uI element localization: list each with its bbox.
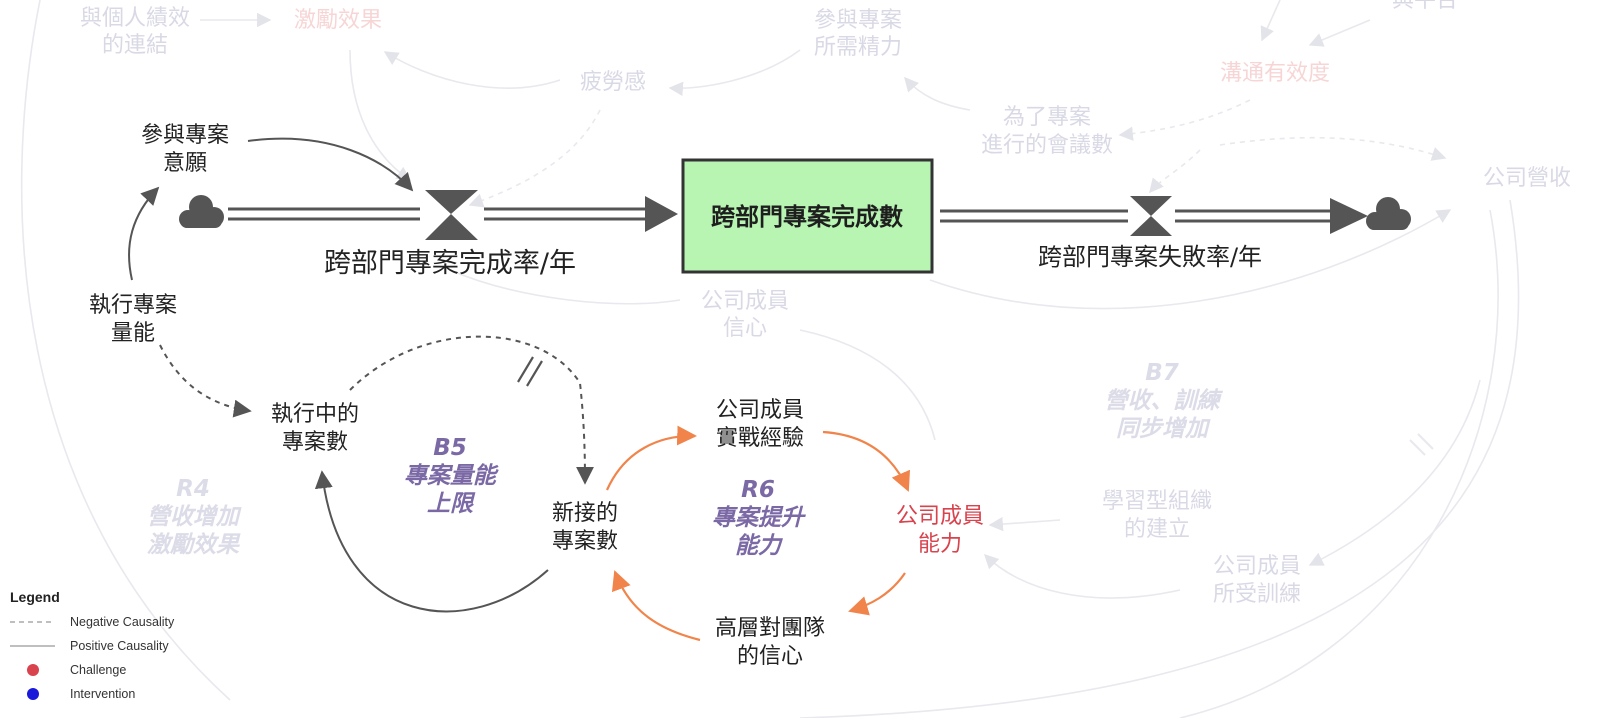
loop-r6-line1: 專案提升 — [712, 505, 806, 531]
faded-communication: 溝通有效度 — [1220, 61, 1330, 86]
faded-learning-org-2: 的建立 — [1124, 517, 1190, 542]
link-capability-to-trust — [848, 572, 906, 616]
loop-b5-id: B5 — [433, 435, 467, 461]
main-connections — [128, 137, 594, 613]
capacity-line1: 執行專案 — [89, 293, 177, 318]
legend-negative: Negative Causality — [70, 615, 175, 629]
willingness-line1: 參與專案 — [141, 123, 229, 148]
trust-line2: 的信心 — [737, 644, 803, 669]
trust-line1: 高層對團隊 — [715, 616, 825, 641]
faded-platform: 與平台 — [1392, 0, 1458, 13]
capacity-line2: 量能 — [111, 321, 155, 346]
completion-rate-label: 跨部門專案完成率/年 — [324, 248, 576, 279]
loop-r6-id: R6 — [741, 477, 775, 503]
faded-training-2: 所受訓練 — [1213, 582, 1301, 607]
link-capacity-to-in-progress — [159, 344, 252, 418]
faded-learning-org-1: 學習型組織 — [1102, 489, 1212, 514]
faded-connections — [20, 0, 1520, 718]
legend: Legend Negative Causality Positive Causa… — [10, 589, 175, 701]
in-progress-line1: 執行中的 — [271, 402, 359, 427]
faded-energy-2: 所需精力 — [814, 35, 902, 60]
faded-loop-b7-line2: 同步增加 — [1116, 416, 1211, 442]
legend-intervention-dot — [27, 688, 39, 700]
faded-loop-r4-id: R4 — [176, 476, 210, 502]
stock-box[interactable] — [681, 158, 934, 274]
legend-challenge-dot — [27, 664, 39, 676]
link-new-to-experience — [605, 425, 697, 491]
failure-rate-label: 跨部門專案失敗率/年 — [1038, 243, 1262, 271]
inflow-arrowhead — [645, 196, 678, 232]
loop-b5-line2: 上限 — [427, 491, 476, 517]
outflow-pipe — [940, 209, 1335, 223]
link-trust-to-new — [611, 570, 701, 642]
faded-variables: 與個人績效 的連結 激勵效果 參與專案 所需精力 疲勞感 與平台 溝通有效度 為… — [80, 0, 1571, 607]
willingness-line2: 意願 — [163, 151, 207, 176]
outflow-arrowhead — [1330, 198, 1368, 234]
link-capacity-to-willingness — [128, 186, 160, 281]
link-in-progress-to-new — [349, 335, 594, 485]
faded-loop-b7-id: B7 — [1145, 360, 1179, 386]
faded-meetings-1: 為了專案 — [1003, 105, 1091, 130]
stock-label: 跨部門專案完成數 — [711, 203, 903, 231]
faded-incentive: 激勵效果 — [294, 8, 382, 33]
r6-loop-connections — [605, 425, 910, 642]
capability-line1: 公司成員 — [896, 504, 984, 529]
faded-member-confidence-2: 信心 — [723, 316, 767, 341]
in-progress-line2: 專案數 — [282, 430, 348, 455]
inflow-pipe — [228, 207, 650, 221]
experience-line2: 實戰經驗 — [716, 426, 804, 451]
faded-loop-b7-line1: 營收、訓練 — [1105, 388, 1224, 414]
faded-link-performance-1: 與個人績效 — [80, 6, 190, 31]
loop-b5-line1: 專案量能 — [404, 463, 499, 489]
link-willingness-to-completion — [247, 137, 414, 192]
source-cloud-icon — [179, 195, 224, 228]
legend-title: Legend — [10, 589, 60, 605]
failure-valve-icon[interactable] — [1130, 196, 1172, 236]
sink-cloud-icon — [1366, 197, 1411, 230]
faded-meetings-2: 進行的會議數 — [981, 133, 1113, 158]
link-new-to-in-progress — [314, 470, 549, 613]
capability-line2: 能力 — [918, 532, 962, 557]
delay-mark — [517, 356, 543, 387]
faded-fatigue: 疲勞感 — [580, 70, 646, 95]
completion-valve-icon[interactable] — [425, 190, 478, 240]
faded-link-performance-2: 的連結 — [102, 33, 168, 58]
faded-loop-r4-line2: 激勵效果 — [147, 532, 241, 558]
experience-line1: 公司成員 — [716, 398, 804, 423]
legend-positive: Positive Causality — [70, 639, 169, 653]
link-experience-to-capability — [822, 430, 910, 492]
loop-r6-line2: 能力 — [735, 533, 783, 559]
new-projects-line1: 新接的 — [552, 501, 618, 526]
faded-member-confidence-1: 公司成員 — [701, 289, 789, 314]
legend-challenge: Challenge — [70, 663, 126, 677]
faded-revenue: 公司營收 — [1483, 166, 1571, 191]
faded-energy-1: 參與專案 — [814, 8, 902, 33]
legend-intervention: Intervention — [70, 687, 135, 701]
faded-loop-r4-line1: 營收增加 — [147, 504, 242, 530]
faded-training-1: 公司成員 — [1213, 554, 1301, 579]
new-projects-line2: 專案數 — [552, 529, 618, 554]
